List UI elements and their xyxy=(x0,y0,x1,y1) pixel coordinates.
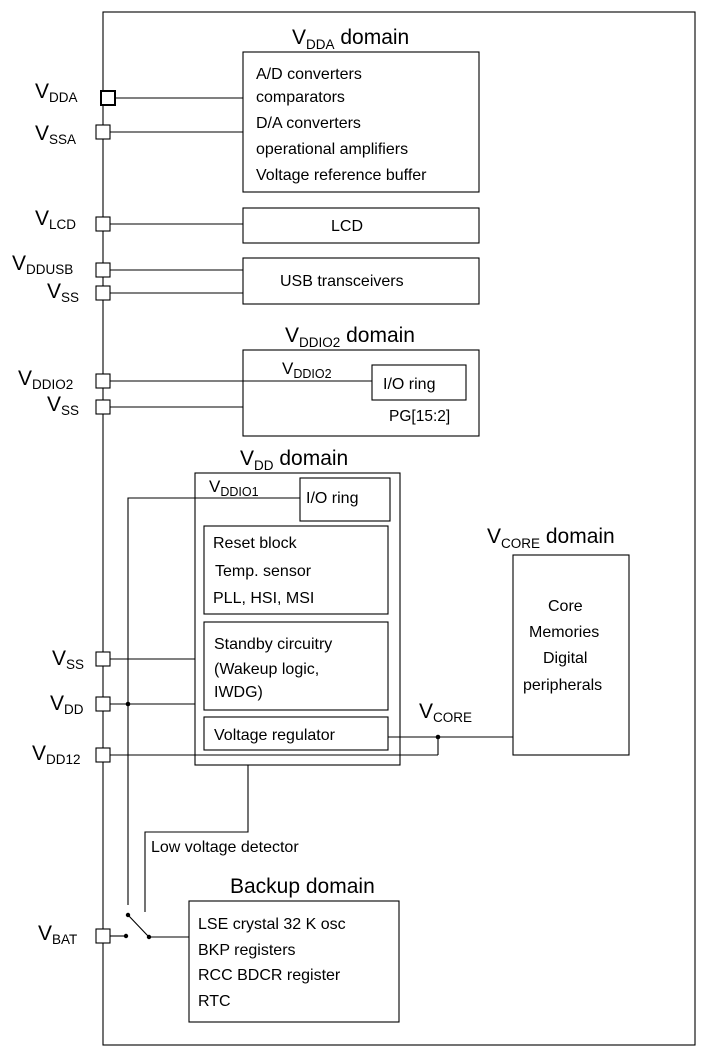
vdd-block2-box xyxy=(203,621,389,711)
vdd-domain-title: VDD domain xyxy=(240,447,348,473)
vcore-line-1: Core xyxy=(548,598,583,615)
pin-vlcd xyxy=(95,216,111,232)
vcore-line-2: Memories xyxy=(529,624,599,641)
vddio2-io-ring-label: I/O ring xyxy=(383,376,435,393)
voltage-regulator-label: Voltage regulator xyxy=(214,727,336,744)
pin-vssa xyxy=(95,124,111,140)
vdda-domain-line-4: operational amplifiers xyxy=(256,141,408,158)
vdda-domain-line-3: D/A converters xyxy=(256,115,361,132)
vddio1-label: VDDIO1 xyxy=(209,477,259,499)
lvd-label: Low voltage detector xyxy=(151,839,299,856)
vdd-block1-line-3: PLL, HSI, MSI xyxy=(213,590,314,607)
vddio2-domain-title: VDDIO2 domain xyxy=(285,324,415,350)
lcd-box xyxy=(242,207,480,244)
vdd-domain-box xyxy=(194,472,401,766)
backup-domain-box xyxy=(188,900,400,1023)
switch-pivot xyxy=(146,934,152,940)
vcore-line-4: peripherals xyxy=(523,677,602,694)
vdd-block1-box xyxy=(203,525,389,615)
vdda-domain-box xyxy=(242,51,480,193)
usb-label: USB transceivers xyxy=(280,273,404,290)
switch-contact-vbat xyxy=(123,933,129,939)
vdda-domain-line-5: Voltage reference buffer xyxy=(256,167,427,184)
vdda-domain-line-1: A/D converters xyxy=(256,66,362,83)
vdda-domain-title: VDDA domain xyxy=(292,26,409,52)
pin-vddio2 xyxy=(95,373,111,389)
voltage-regulator-box xyxy=(203,716,389,751)
pin-label-vdd: VDD xyxy=(50,692,84,717)
pin-vss-io2 xyxy=(95,399,111,415)
pin-vss-usb xyxy=(95,285,111,301)
vcore-domain-box xyxy=(512,554,630,756)
vdd-block2-line-3: IWDG) xyxy=(214,684,263,701)
backup-line-3: RCC BDCR register xyxy=(198,967,341,984)
vdda-domain-line-2: comparators xyxy=(256,89,345,106)
pin-label-vddio2: VDDIO2 xyxy=(18,367,73,392)
vddio2-inner-label: VDDIO2 xyxy=(282,359,332,381)
pin-vdda xyxy=(100,90,116,106)
pin-vdd12 xyxy=(95,747,111,763)
pin-label-vss-io2: VSS xyxy=(47,393,79,418)
backup-line-2: BKP registers xyxy=(198,942,296,959)
vdd-io-ring-box xyxy=(299,477,391,522)
vdd-io-ring-label: I/O ring xyxy=(306,490,358,507)
vcore-junction-dot xyxy=(435,734,441,740)
vdd-block2-line-2: (Wakeup logic, xyxy=(214,661,319,678)
pin-label-vdd12: VDD12 xyxy=(32,742,81,767)
backup-line-4: RTC xyxy=(198,993,231,1010)
backup-line-1: LSE crystal 32 K osc xyxy=(198,916,346,933)
pin-label-vlcd: VLCD xyxy=(35,207,76,232)
pin-vss-core xyxy=(95,651,111,667)
pin-vdd xyxy=(95,696,111,712)
pin-label-vss-usb: VSS xyxy=(47,280,79,305)
pin-label-vbat: VBAT xyxy=(38,922,77,947)
switch-blade xyxy=(127,914,149,937)
vddio2-pg-label: PG[15:2] xyxy=(389,408,450,425)
vcore-domain-title: VCORE domain xyxy=(487,525,615,551)
vddio1-wire xyxy=(127,497,300,905)
pin-vbat xyxy=(95,928,111,944)
vddio2-io-ring-box xyxy=(371,364,467,401)
usb-box xyxy=(242,257,480,305)
lcd-label: LCD xyxy=(331,218,363,235)
backup-domain-title: Backup domain xyxy=(230,875,375,898)
vcore-rail-label: VCORE xyxy=(419,700,472,725)
pin-label-vddusb: VDDUSB xyxy=(12,252,73,277)
vdd-block1-line-2: Temp. sensor xyxy=(215,563,312,580)
pin-label-vssa: VSSA xyxy=(35,122,76,147)
chip-outline xyxy=(102,11,696,1046)
vdd-block1-line-1: Reset block xyxy=(213,535,298,552)
pin-label-vss-core: VSS xyxy=(52,647,84,672)
vcore-line-3: Digital xyxy=(543,650,587,667)
vdd-block2-line-1: Standby circuitry xyxy=(214,636,332,653)
pin-label-vdda: VDDA xyxy=(35,80,78,105)
lvd-wire xyxy=(144,765,249,912)
pin-vddusb xyxy=(95,262,111,278)
